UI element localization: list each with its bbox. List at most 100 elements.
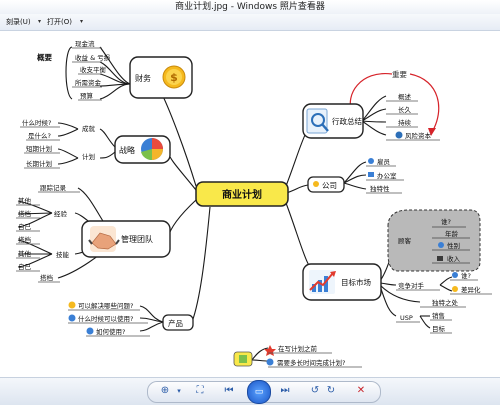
team-skills: 技能 — [56, 250, 70, 259]
exec-item: 风险资本 — [405, 131, 432, 140]
branch-exec: 行政总结 概述 长久 持续 风险资本 — [302, 92, 440, 141]
star-icon — [264, 345, 276, 356]
strategy-success-label: 成就 — [82, 124, 96, 133]
info-icon — [395, 131, 403, 139]
chevron-down-icon: ▾ — [38, 18, 42, 25]
viewer-toolbar: ⊕ ▾ ⛶ ⏮ ▭ ⏭ ↺ ↻ ✕ — [0, 377, 500, 405]
previous-icon[interactable]: ⏮ — [224, 385, 234, 396]
branch-finance-label: 财务 — [135, 73, 151, 83]
question-icon — [266, 358, 274, 366]
mindmap-image: 重要 商业计划 财务 $ 概要 现金流 收益 & 亏损 收支平衡 所需资金 预算… — [16, 39, 492, 368]
branch-product: 产品 可以解决哪些问题? 什么时候可以使用? 如何使用? — [68, 301, 194, 337]
menu-bar: 刻录(U) ▾ 打开(O) ▾ — [0, 14, 500, 31]
magnifier-chart-icon — [306, 108, 329, 134]
branch-strategy-label: 战略 — [119, 145, 135, 155]
person-icon — [438, 242, 444, 248]
income-icon — [437, 256, 443, 261]
product-item: 如何使用? — [96, 327, 125, 336]
annotation-label: 重要 — [392, 70, 407, 79]
company-item: 办公室 — [377, 171, 397, 180]
person-icon — [368, 158, 374, 164]
finance-item: 收支平衡 — [80, 65, 107, 74]
question-icon — [86, 327, 94, 335]
exec-item: 概述 — [398, 92, 412, 101]
smiley-icon — [68, 301, 76, 309]
branch-market: 目标市场 顾客 谁? 年龄 性别 收入 竞争对手 谁? 差异化 独特之处 USP… — [302, 209, 492, 334]
finance-group-label: 概要 — [37, 52, 52, 62]
market-competitors-label: 竞争对手 — [398, 281, 425, 290]
team-partner: 搭档 — [40, 273, 53, 282]
product-item: 可以解决哪些问题? — [78, 301, 133, 310]
menu-burn[interactable]: 刻录(U) — [6, 18, 31, 26]
note-item: 在写计划之前 — [278, 344, 318, 353]
team-item: 搭档 — [18, 235, 31, 244]
company-item: 雇员 — [377, 157, 391, 166]
dollar-coin-icon: $ — [162, 65, 186, 89]
window-title: 商业计划.jpg - Windows 照片查看器 — [175, 2, 325, 12]
strategy-item: 长期计划 — [26, 159, 52, 168]
fit-window-icon[interactable]: ⛶ — [196, 385, 204, 396]
finance-item: 所需资金 — [75, 78, 102, 87]
team-item: 自己 — [18, 262, 32, 271]
note-icon — [239, 355, 247, 363]
branch-exec-label: 行政总结 — [332, 116, 362, 126]
menu-open[interactable]: 打开(O) — [47, 18, 72, 26]
competitor-item: 差异化 — [461, 285, 481, 294]
team-item: 其他 — [18, 196, 32, 205]
strategy-plan-label: 计划 — [82, 152, 95, 161]
team-experience: 经验 — [54, 209, 68, 218]
team-item: 其他 — [18, 249, 32, 258]
market-usp-label: USP — [400, 314, 413, 322]
company-icon — [313, 181, 319, 187]
team-record: 跟踪记录 — [40, 183, 67, 192]
branch-strategy: 战略 成就 计划 什么时候? 是什么? 短期计划 长期计划 — [20, 118, 171, 169]
branch-company: 公司 雇员 办公室 独特性 — [307, 157, 404, 194]
central-topic: 商业计划 — [195, 181, 289, 207]
finance-item: 预算 — [80, 91, 94, 100]
exec-item: 长久 — [398, 105, 412, 114]
market-customers-label: 顾客 — [398, 236, 412, 245]
market-unique-label: 独特之处 — [432, 298, 459, 307]
central-topic-label: 商业计划 — [222, 188, 262, 201]
growth-chart-icon — [309, 270, 336, 294]
handshake-icon — [88, 226, 120, 252]
star-icon — [452, 286, 458, 292]
customer-group-box — [387, 209, 481, 272]
product-item: 什么时候可以使用? — [78, 314, 133, 323]
person-icon — [452, 272, 458, 278]
next-icon[interactable]: ⏭ — [280, 385, 290, 396]
zoom-icon[interactable]: ⊕ — [160, 385, 170, 396]
competitor-item: 谁? — [461, 271, 471, 280]
finance-item: 现金流 — [75, 39, 95, 48]
branch-team-label: 管理团队 — [121, 234, 153, 244]
customer-item: 收入 — [447, 254, 461, 263]
team-item: 搭档 — [18, 209, 31, 218]
strategy-item: 什么时候? — [22, 118, 51, 127]
usp-item: 销售 — [432, 311, 445, 320]
svg-text:$: $ — [170, 71, 178, 84]
rotate-left-icon[interactable]: ↺ — [310, 385, 320, 396]
delete-icon[interactable]: ✕ — [356, 385, 366, 396]
team-item: 自己 — [18, 222, 32, 231]
strategy-item: 短期计划 — [26, 144, 52, 153]
strategy-item: 是什么? — [28, 131, 51, 140]
note-item: 需要多长时间完成计划? — [277, 358, 345, 367]
branch-note: 在写计划之前 需要多长时间完成计划? — [233, 344, 362, 368]
chevron-down-icon[interactable]: ▾ — [177, 387, 181, 395]
branch-company-label: 公司 — [322, 181, 337, 190]
customer-item: 谁? — [441, 217, 451, 226]
pie-chart-icon — [141, 138, 163, 161]
rotate-right-icon[interactable]: ↻ — [326, 385, 336, 396]
slideshow-icon[interactable]: ▭ — [247, 380, 271, 404]
window-title-bar: 商业计划.jpg - Windows 照片查看器 — [0, 0, 500, 15]
exec-item: 持续 — [398, 118, 412, 127]
chevron-down-icon: ▾ — [80, 18, 84, 25]
finance-item: 收益 & 亏损 — [75, 53, 111, 62]
image-viewport: 重要 商业计划 财务 $ 概要 现金流 收益 & 亏损 收支平衡 所需资金 预算… — [0, 31, 500, 376]
usp-item: 目标 — [432, 324, 446, 333]
branch-product-label: 产品 — [168, 318, 183, 328]
company-item: 独特性 — [370, 184, 390, 193]
customer-item: 性别 — [447, 241, 460, 250]
office-icon — [368, 172, 374, 177]
question-icon — [68, 314, 76, 322]
